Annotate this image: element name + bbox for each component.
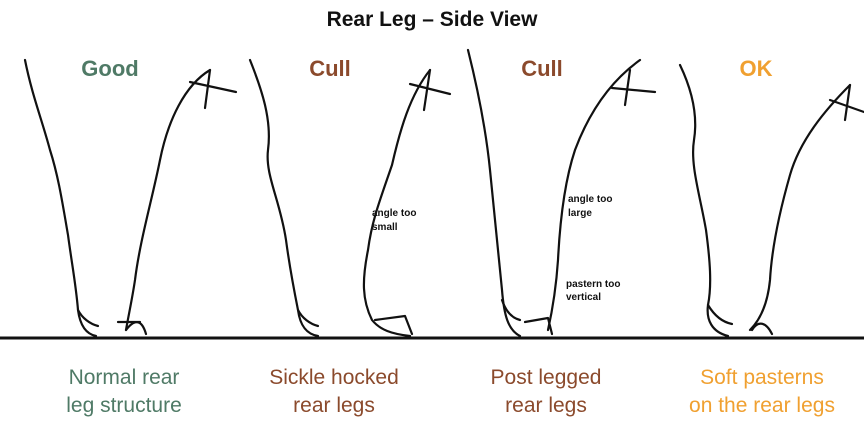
caption-post-line1: Post legged xyxy=(446,364,646,392)
caption-post: Post legged rear legs xyxy=(446,364,646,420)
note-post-line4: vertical xyxy=(566,292,601,303)
caption-good-line2: leg structure xyxy=(24,392,224,420)
caption-sickle-line2: rear legs xyxy=(234,392,434,420)
note-sickle-line2: small xyxy=(372,222,398,233)
note-sickle-line1: angle too xyxy=(372,208,416,219)
caption-good: Normal rear leg structure xyxy=(24,364,224,420)
caption-sickle-line1: Sickle hocked xyxy=(234,364,434,392)
note-post-line2: large xyxy=(568,208,592,219)
leg-good xyxy=(25,60,236,336)
caption-soft-line2: on the rear legs xyxy=(662,392,862,420)
caption-good-line1: Normal rear xyxy=(24,364,224,392)
caption-sickle: Sickle hocked rear legs xyxy=(234,364,434,420)
caption-soft-pastern: Soft pasterns on the rear legs xyxy=(662,364,862,420)
leg-soft-pastern xyxy=(680,65,864,336)
caption-soft-line1: Soft pasterns xyxy=(662,364,862,392)
caption-post-line2: rear legs xyxy=(446,392,646,420)
note-post-line1: angle too xyxy=(568,194,612,205)
leg-post xyxy=(468,50,655,336)
leg-sickle xyxy=(250,60,450,336)
note-post-line3: pastern too xyxy=(566,279,620,290)
